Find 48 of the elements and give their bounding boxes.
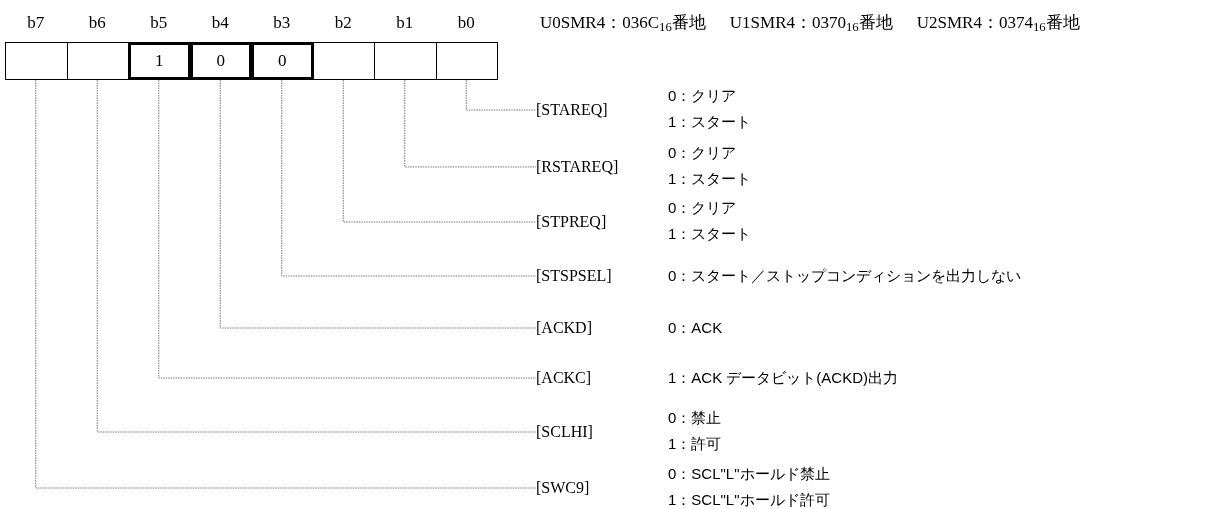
setting-description: 1：許可 (668, 434, 722, 454)
field-name: [STPREQ] (536, 212, 607, 232)
register-address: U1SMR4：0370$_{16}$番地 (729, 14, 893, 31)
setting-description: 1：スタート (668, 224, 752, 244)
bit-number: b7 (26, 14, 46, 31)
setting-description: 0：クリア (668, 86, 737, 106)
setting-description: 1：SCL"L"ホールド許可 (668, 490, 830, 509)
leader-line (96, 79, 537, 433)
setting-description: 1：ACK データビット(ACKD)出力 (668, 368, 899, 388)
field-name: [STAREQ] (536, 100, 608, 120)
setting-description: 1：スタート (668, 169, 752, 189)
bit-number: b3 (272, 14, 292, 31)
bit-number: b0 (456, 14, 476, 31)
bit-number: b2 (333, 14, 353, 31)
field-name: [ACKD] (536, 318, 592, 338)
bit-number: b5 (149, 14, 169, 31)
setting-description: 1：スタート (668, 112, 752, 132)
setting-description: 0：スタート／ストップコンディションを出力しない (668, 266, 1022, 286)
fixed-bit-cell: 1 (128, 42, 191, 80)
bit-cell (374, 42, 437, 80)
setting-description: 0：SCL"L"ホールド禁止 (668, 464, 830, 484)
setting-description: 0：ACK (668, 318, 723, 338)
leader-line (35, 79, 537, 489)
setting-description: 0：禁止 (668, 408, 722, 428)
bit-cell (66, 42, 129, 80)
setting-description: 0：クリア (668, 143, 737, 163)
register-address: U0SMR4：036C$_{16}$番地 (540, 14, 706, 31)
bit-number: b6 (87, 14, 107, 31)
register-address: U2SMR4：0374$_{16}$番地 (916, 14, 1080, 31)
leader-line (281, 79, 537, 277)
field-name: [ACKC] (536, 368, 592, 388)
bit-number: b4 (210, 14, 230, 31)
field-name: [SWC9] (536, 478, 590, 498)
fixed-bit-cell: 0 (189, 42, 252, 80)
field-name: [STSPSEL] (536, 266, 612, 286)
field-name: [SCLHI] (536, 422, 593, 442)
bit-cell (435, 42, 498, 80)
bit-number: b1 (395, 14, 415, 31)
bit-cell (5, 42, 68, 80)
leader-line (158, 79, 537, 379)
leader-line (465, 79, 537, 111)
field-name: [RSTAREQ] (536, 157, 619, 177)
leader-line (404, 79, 537, 168)
leader-line (342, 79, 537, 223)
bit-cell (312, 42, 375, 80)
leader-line (219, 79, 537, 329)
setting-description: 0：クリア (668, 198, 737, 218)
fixed-bit-cell: 0 (251, 42, 314, 80)
